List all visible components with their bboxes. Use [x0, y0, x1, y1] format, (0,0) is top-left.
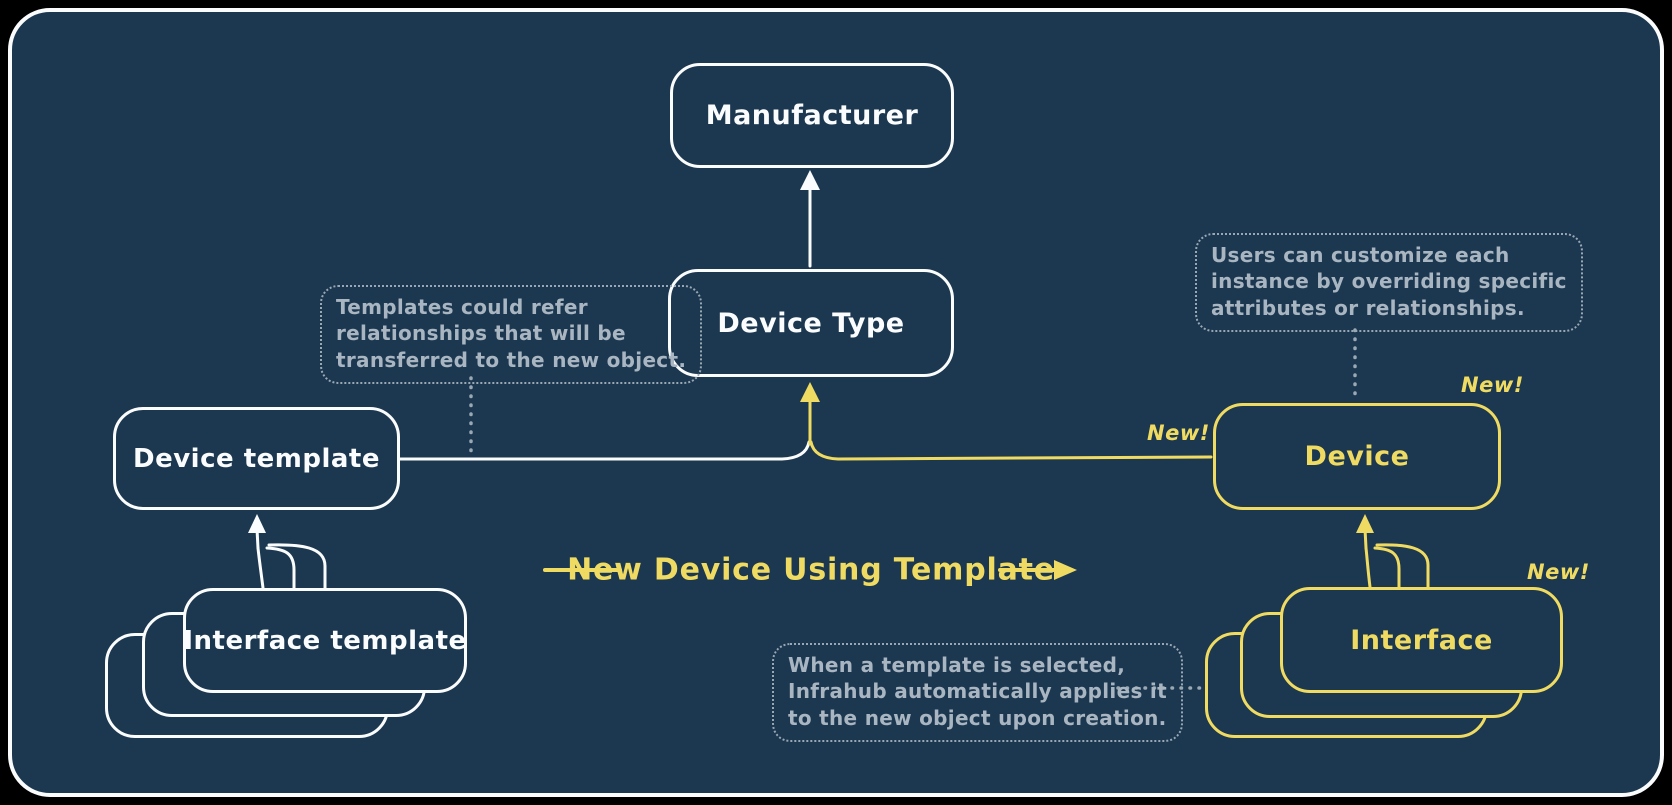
badge-new-link: New!	[1147, 421, 1210, 445]
node-device: Device	[1213, 403, 1501, 510]
arrow-interfacetemplate-to-devicetemplate	[248, 514, 327, 590]
link-devicetemplate-line	[398, 440, 811, 461]
link-to-device-line	[809, 440, 1213, 461]
node-manufacturer: Manufacturer	[670, 63, 954, 168]
node-manufacturer-label: Manufacturer	[705, 100, 919, 131]
badge-new-interface: New!	[1527, 560, 1590, 584]
node-interface-label: Interface	[1350, 624, 1493, 656]
node-interface: Interface	[1280, 587, 1563, 693]
node-interface-template-label: Interface template	[183, 625, 467, 656]
badge-new-device: New!	[1461, 373, 1524, 397]
annotation-templates-note: Templates could refer relationships that…	[320, 285, 703, 385]
node-device-label: Device	[1304, 441, 1410, 472]
arrow-link-to-devicetype	[800, 382, 820, 446]
node-device-template-label: Device template	[133, 443, 380, 474]
annotation-apply-note: When a template is selected, Infrahub au…	[772, 643, 1183, 743]
annotation-customize-note: Users can customize each instance by ove…	[1195, 233, 1583, 333]
node-interface-template: Interface template	[183, 588, 467, 693]
flow-label: New Device Using Template	[567, 552, 1055, 588]
arrow-devicetype-to-manufacturer	[800, 170, 820, 268]
node-device-type-label: Device Type	[717, 307, 905, 339]
arrow-interface-to-device	[1356, 514, 1430, 589]
node-device-type: Device Type	[668, 269, 954, 377]
flow-arrow	[543, 560, 1077, 580]
node-device-template: Device template	[113, 407, 400, 510]
